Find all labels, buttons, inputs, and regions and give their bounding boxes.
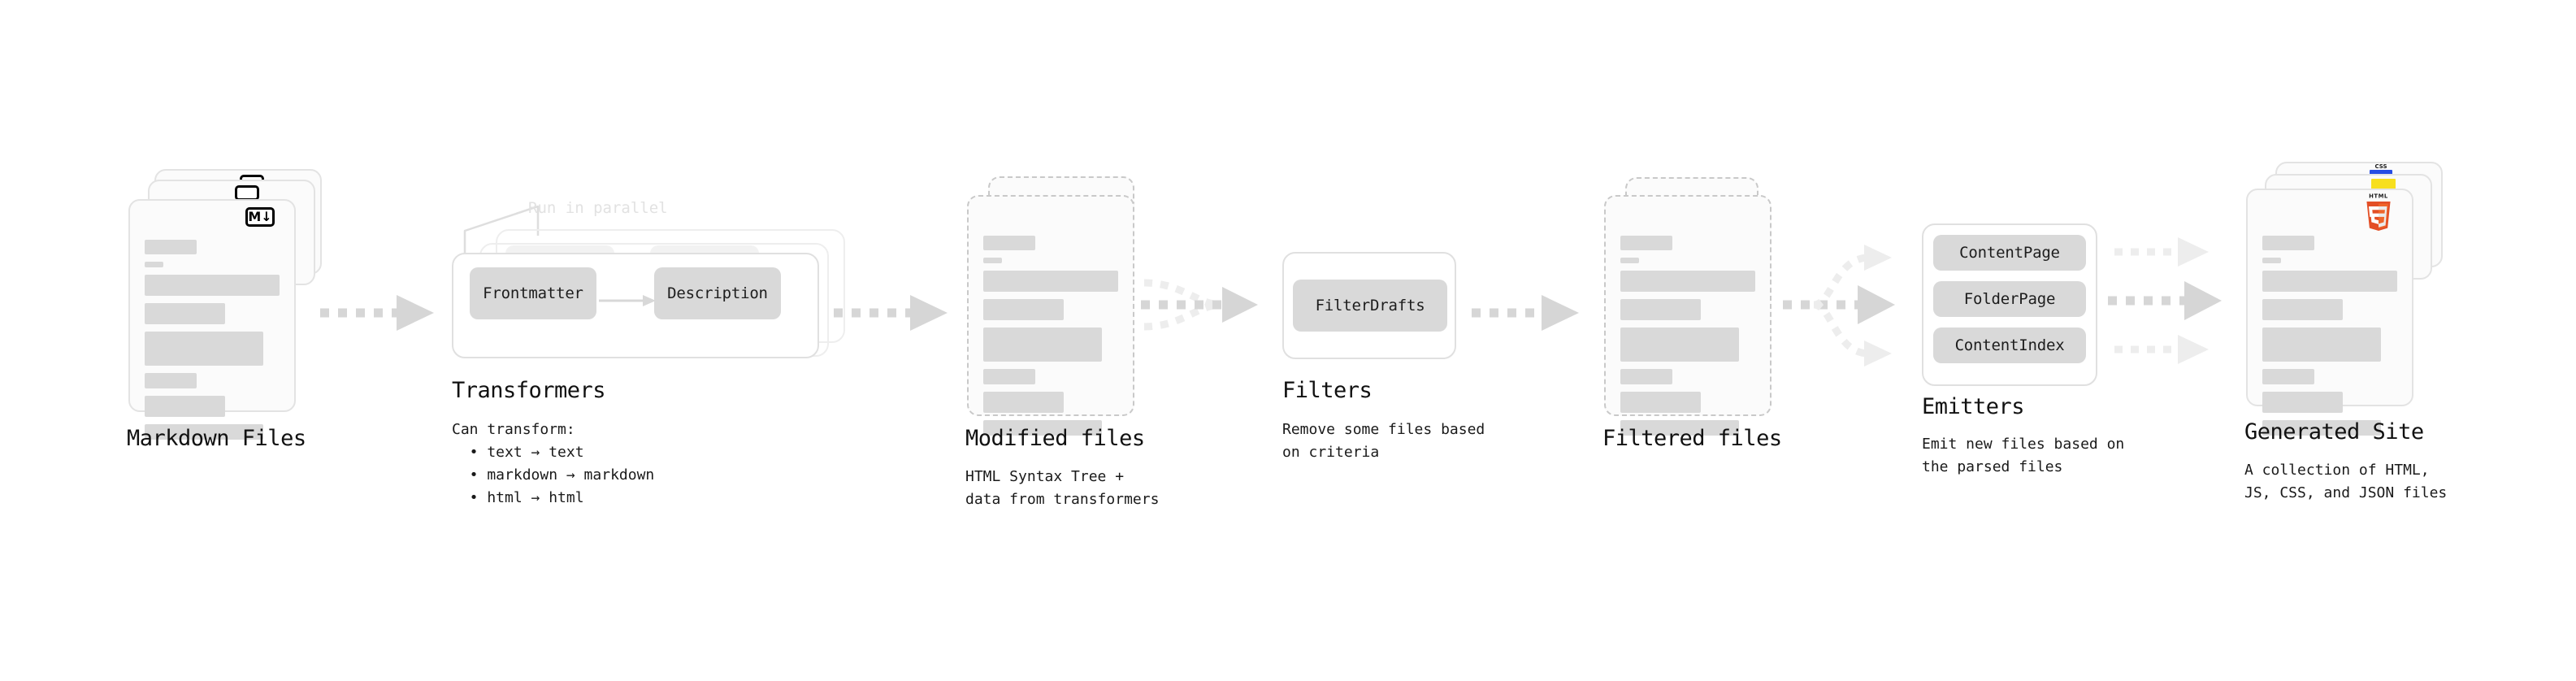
arrow-modified-to-filters [1141, 279, 1258, 331]
run-in-parallel-bracket [463, 205, 540, 263]
arrow-filtered-to-emitters [1783, 245, 1895, 367]
emitter-chip-contentpage[interactable]: ContentPage [1933, 235, 2086, 271]
generated-site-title: Generated Site [2244, 419, 2424, 445]
site-content-lines [2262, 236, 2397, 443]
emitter-chip-contentindex[interactable]: ContentIndex [1933, 327, 2086, 363]
filters-subtitle: Remove some files based on criteria [1282, 421, 1485, 461]
transformer-chip-frontmatter-label: Frontmatter [483, 284, 583, 302]
filtered-content-lines [1620, 236, 1755, 443]
run-in-parallel-label: Run in parallel [528, 199, 668, 217]
filters-title: Filters [1282, 378, 1373, 403]
generated-site-stack: HTML [0, 0, 2443, 436]
arrow-markdown-to-transformers [320, 295, 434, 331]
markdown-badge-front: M↓ [245, 207, 275, 227]
emitters-subtitle: Emit new files based on the parsed files [1922, 436, 2125, 475]
filter-chip-filterdrafts[interactable]: FilterDrafts [1293, 280, 1447, 332]
emitter-chip-folderpage[interactable]: FolderPage [1933, 281, 2086, 317]
modified-files-title: Modified files [965, 426, 1145, 451]
emitter-chip-contentindex-label: ContentIndex [1954, 336, 2065, 354]
markdown-files-title: Markdown Files [127, 426, 306, 451]
filter-chip-filterdrafts-label: FilterDrafts [1315, 297, 1425, 314]
generated-site-subtitle: A collection of HTML, JS, CSS, and JSON … [2244, 462, 2448, 501]
transformer-chip-frontmatter[interactable]: Frontmatter [470, 267, 596, 319]
modified-card-front [967, 195, 1134, 436]
svg-text:HTML: HTML [2369, 193, 2388, 200]
transformer-chip-description[interactable]: Description [654, 267, 781, 319]
emitter-chip-folderpage-label: FolderPage [1963, 290, 2056, 308]
transformers-title: Transformers [452, 378, 606, 403]
markdown-card-front [128, 199, 296, 440]
modified-files-subtitle: HTML Syntax Tree + data from transformer… [965, 468, 1160, 508]
arrow-filters-to-filtered [1472, 295, 1579, 331]
arrow-transformers-to-modified [834, 295, 948, 331]
modified-content-lines [983, 236, 1118, 443]
arrow-frontmatter-to-description [599, 295, 656, 306]
markdown-content-lines [145, 240, 280, 447]
html5-badge: HTML [2366, 193, 2391, 231]
arrow-emitters-to-site [2108, 237, 2222, 364]
transformer-chip-description-label: Description [667, 284, 768, 302]
filtered-card-front [1604, 195, 1772, 436]
filtered-files-title: Filtered files [1602, 426, 1782, 451]
transformers-subtitle: Can transform: • text → text • markdown … [452, 421, 655, 506]
markdown-badge-text: M↓ [248, 209, 272, 224]
emitter-chip-contentpage-label: ContentPage [1959, 244, 2060, 262]
emitters-title: Emitters [1922, 394, 2025, 419]
